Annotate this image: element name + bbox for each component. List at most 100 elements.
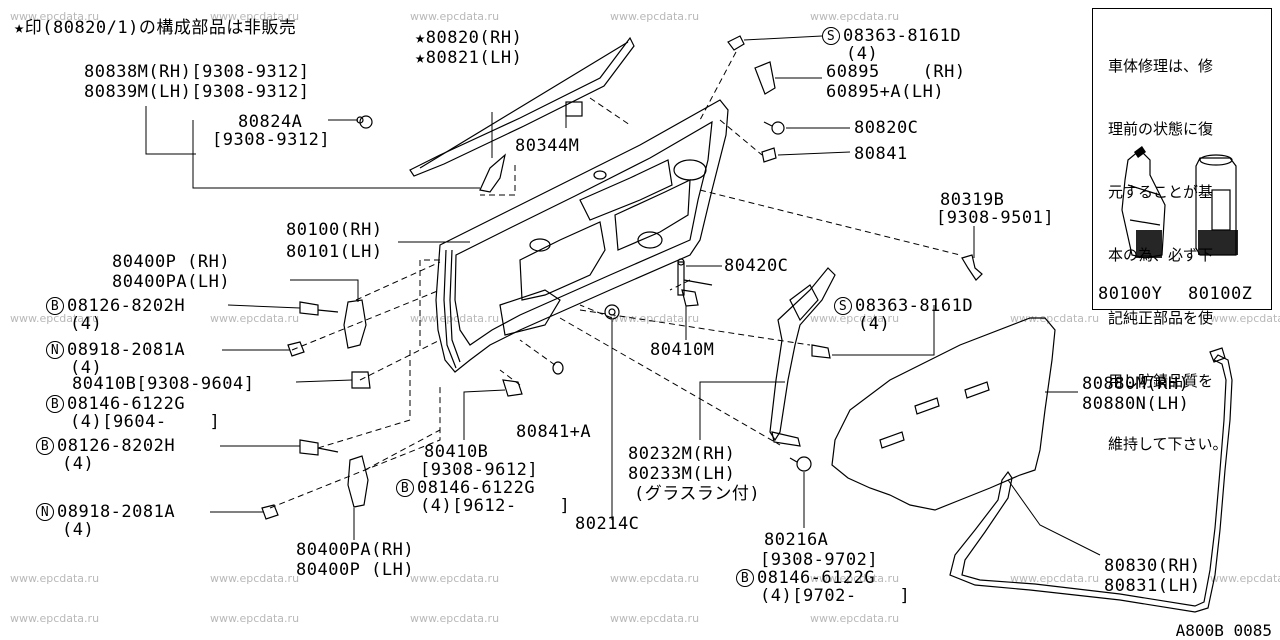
nut-upper (287, 341, 305, 357)
label-80232m-note: (グラスラン付) (634, 484, 761, 504)
door-opening-top (579, 159, 673, 221)
clip-80824a (359, 115, 373, 129)
label-80400p: 80400P (RH) (112, 252, 231, 272)
watermark: www.epcdata.ru (1010, 312, 1100, 325)
window-moulding-strip (409, 36, 635, 177)
label-80400pa: 80400PA(LH) (112, 272, 231, 292)
label-bolt-b1-qty: (4) (70, 314, 103, 334)
door-hem-flange (443, 249, 457, 369)
diagram-reference: A800B 0085 (1175, 621, 1272, 640)
striker-80410b (502, 379, 523, 397)
label-80100: 80100(RH) (286, 220, 383, 240)
label-80820: ★80820(RH) (415, 28, 523, 48)
watermark: www.epcdata.ru (810, 612, 900, 625)
bolt-upper (299, 301, 319, 316)
repair-note-text: 車体修理は、修 理前の状態に復 元することが基 本の為、必ず下 記純正部品を使 … (1108, 57, 1228, 453)
door-opening-large (519, 221, 606, 301)
label-80100y: 80100Y (1098, 284, 1163, 304)
door-hole-3 (637, 231, 663, 249)
door-hole-2 (673, 159, 707, 181)
symbol-s-icon: S (834, 297, 852, 315)
watermark: www.epcdata.ru (1010, 572, 1100, 585)
watermark: www.epcdata.ru (410, 10, 500, 23)
label-80410b-2: 80410B (424, 442, 489, 462)
label-80821: ★80821(LH) (415, 48, 523, 68)
label-80824a-date: [9308-9312] (212, 130, 331, 150)
label-80101: 80101(LH) (286, 242, 383, 262)
label-bolt-b3-qty: (4) (62, 454, 95, 474)
bumper-80214c (604, 304, 620, 320)
watermark: www.epcdata.ru (210, 612, 300, 625)
label-80820c: 80820C (854, 118, 919, 138)
watermark: www.epcdata.ru (1210, 572, 1280, 585)
label-80400p-2: 80400P (LH) (296, 560, 415, 580)
watermark: www.epcdata.ru (210, 572, 300, 585)
label-80232m: 80232M(RH) (628, 444, 736, 464)
nut-lower (261, 504, 279, 520)
repair-note-box (1092, 8, 1272, 310)
watermark: www.epcdata.ru (610, 612, 700, 625)
symbol-s-icon: S (822, 27, 840, 45)
screw-mid (811, 344, 831, 359)
label-80831: 80831(LH) (1104, 576, 1201, 596)
label-80880n: 80880N(LH) (1082, 394, 1190, 414)
weatherstrip (949, 354, 1233, 613)
bolt-410b (351, 371, 371, 389)
watermark: www.epcdata.ru (810, 312, 900, 325)
door-opening-right (614, 179, 691, 251)
watermark: www.epcdata.ru (210, 312, 300, 325)
door-hole-1 (529, 238, 551, 252)
watermark: www.epcdata.ru (810, 10, 900, 23)
label-bolt-b2-qty: (4)[9604- ] (70, 412, 221, 432)
label-80216a-date: [9308-9702] (760, 550, 879, 570)
label-80839m: 80839M(LH)[9308-9312] (84, 82, 310, 102)
watermark: www.epcdata.ru (10, 612, 100, 625)
symbol-b-icon: B (396, 479, 414, 497)
watermark: www.epcdata.ru (10, 312, 100, 325)
label-bolt-b5-qty: (4)[9702- ] (760, 586, 911, 606)
bolt-lower (299, 439, 319, 456)
rod-80420c (677, 261, 685, 296)
label-80420c: 80420C (724, 256, 789, 276)
watermark: www.epcdata.ru (10, 572, 100, 585)
grommet-80820c (771, 121, 785, 135)
watermark: www.epcdata.ru (410, 612, 500, 625)
label-screw-s1-qty: (4) (846, 44, 879, 64)
door-trim-board (831, 317, 1056, 511)
watermark: www.epcdata.ru (1210, 312, 1280, 325)
label-80841a: 80841+A (516, 422, 592, 442)
label-80880m: 80880M(RH) (1082, 374, 1190, 394)
label-nut-n1-qty: (4) (70, 358, 103, 378)
label-80824a: 80824A (238, 112, 303, 132)
label-bolt-b4-qty: (4)[9612- ] (420, 496, 571, 516)
screw-top (727, 35, 745, 51)
label-60895: 60895 (RH) (826, 62, 966, 82)
label-80410b-1: 80410B[9308-9604] (72, 374, 255, 394)
clip-80319b (961, 254, 983, 281)
watermark: www.epcdata.ru (410, 572, 500, 585)
hinge-upper (343, 299, 367, 349)
symbol-b-icon: B (46, 395, 64, 413)
label-80319b: 80319B (940, 190, 1005, 210)
door-edge-seal (479, 153, 506, 193)
label-screw-s2-qty: (4) (858, 314, 891, 334)
watermark: www.epcdata.ru (610, 10, 700, 23)
label-80216a: 80216A (764, 530, 829, 550)
label-80214c: 80214C (575, 514, 640, 534)
header-note: ★印(80820/1)の構成部品は非販売 (14, 18, 297, 38)
watermark: www.epcdata.ru (610, 572, 700, 585)
label-80344m: 80344M (515, 136, 580, 156)
trim-slot-1 (879, 431, 905, 449)
symbol-b-icon: B (36, 437, 54, 455)
bracket-80344m (565, 101, 583, 117)
window-channel (769, 267, 836, 442)
label-80100z: 80100Z (1188, 284, 1253, 304)
